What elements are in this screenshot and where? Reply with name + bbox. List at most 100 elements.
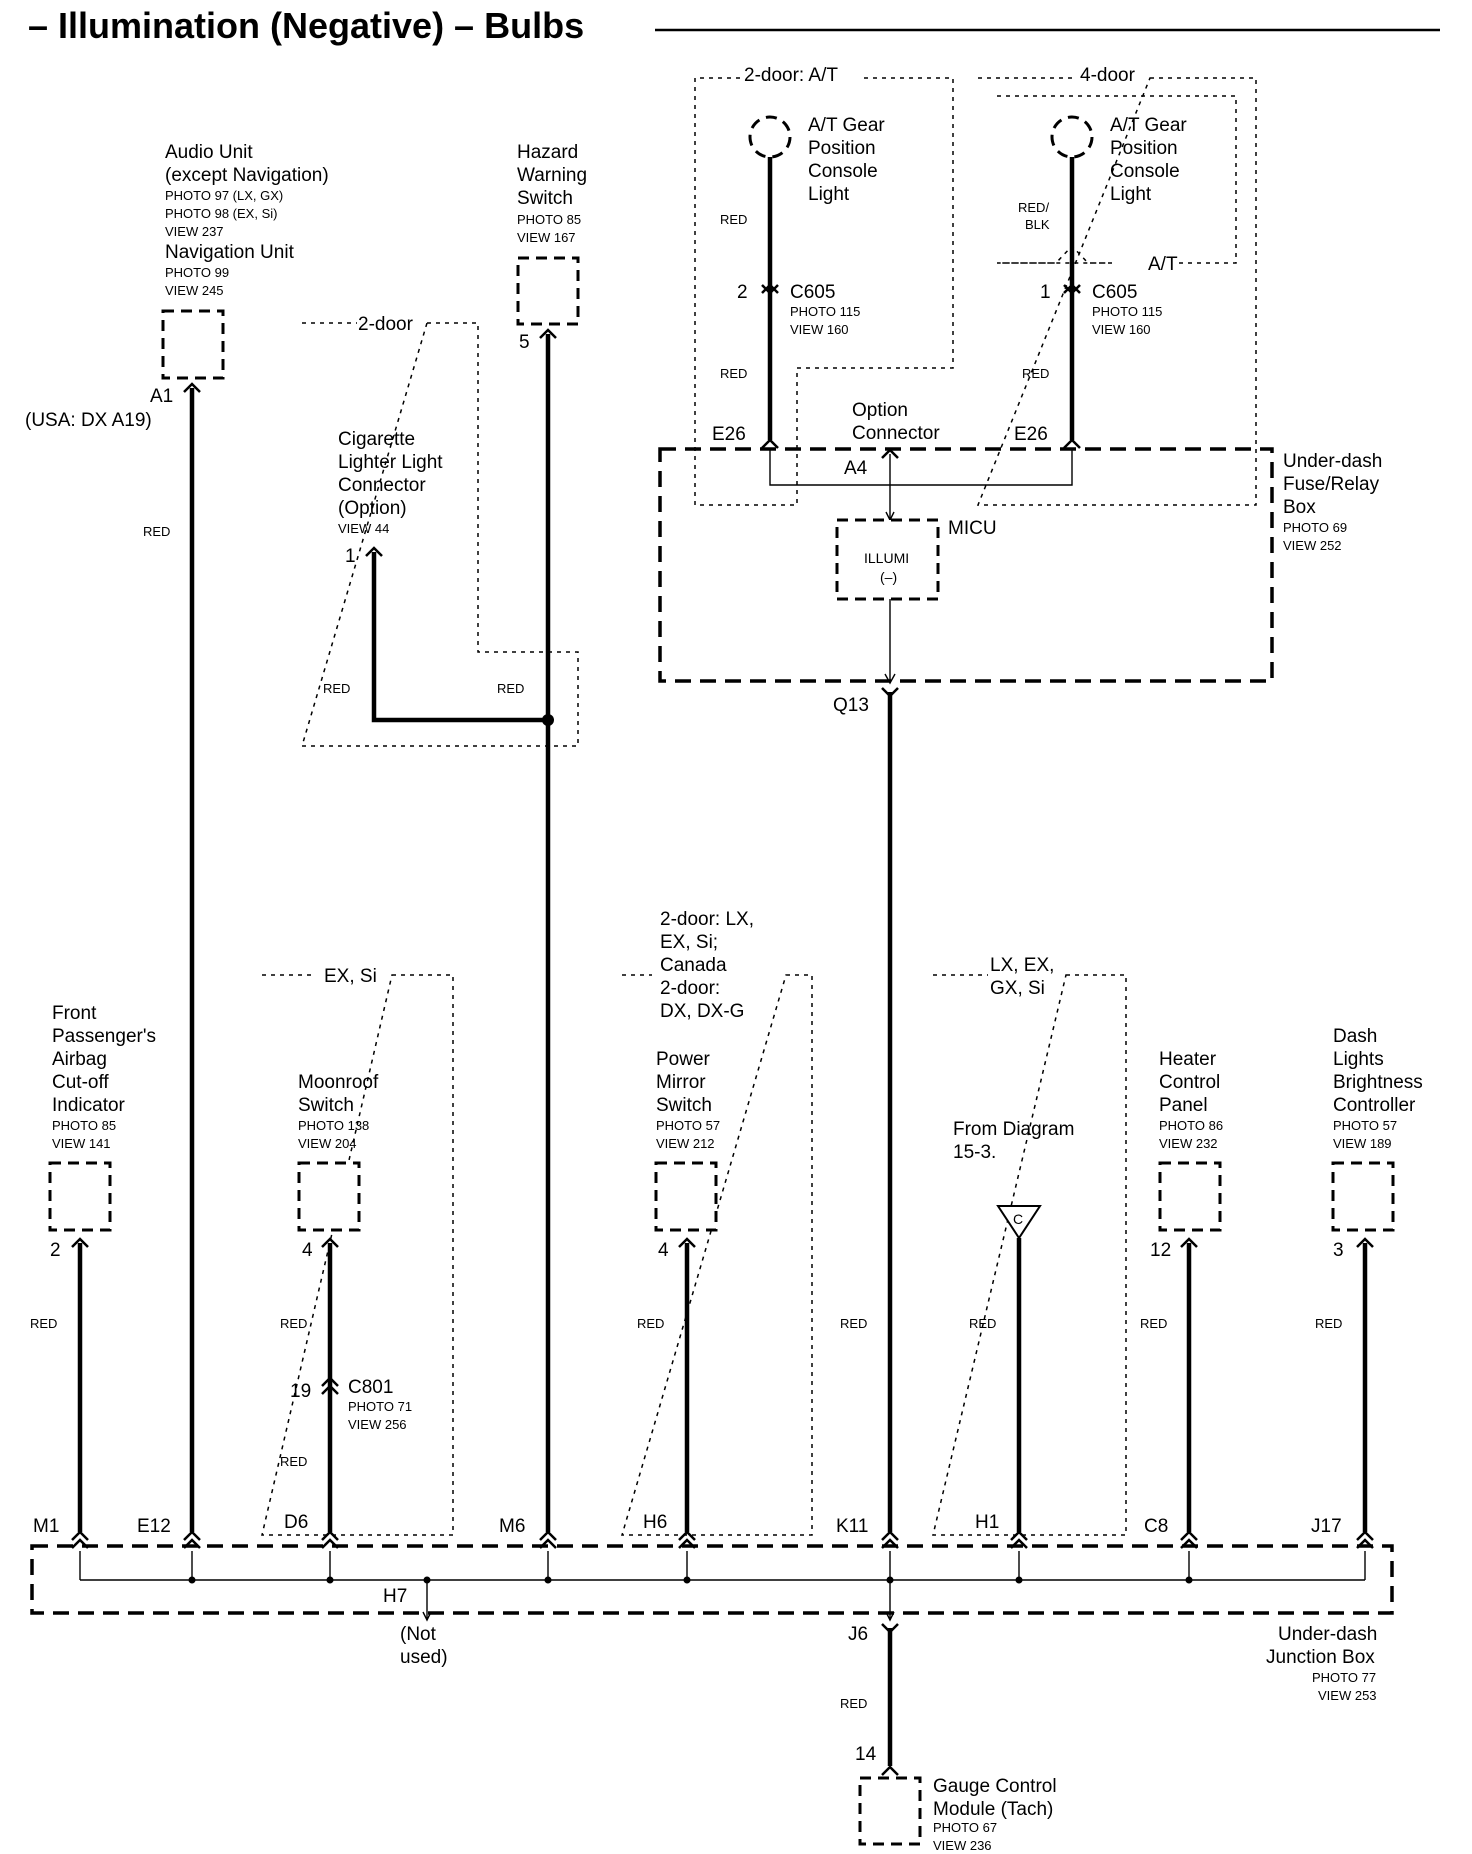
illumi-label: ILLUMI	[864, 550, 909, 566]
bus-node	[886, 1576, 894, 1584]
at4-bulb	[1050, 115, 1094, 159]
at2-label: A/T Gear	[808, 115, 885, 136]
audio-unit-label: Audio Unit	[165, 142, 253, 163]
diagram-group-label-2: GX, Si	[990, 978, 1045, 999]
hazard-warning-switch: Hazard Warning Switch PHOTO 85 VIEW 167 …	[497, 142, 587, 1532]
gauge-wire-color: RED	[840, 1696, 867, 1711]
at4-label-4: Light	[1110, 184, 1152, 205]
heater-label-2: Control	[1159, 1072, 1220, 1093]
m1-terminal	[71, 1530, 89, 1549]
hazard-view: VIEW 167	[517, 230, 576, 245]
mirror-box	[654, 1161, 718, 1232]
e12-terminal	[183, 1530, 201, 1549]
at2-bulb	[748, 115, 792, 159]
heater-photo: PHOTO 86	[1159, 1118, 1223, 1133]
cig-pin: 1	[345, 546, 356, 567]
h7-arrow	[422, 1611, 432, 1622]
dash-lights-brightness-controller: Dash Lights Brightness Controller PHOTO …	[1315, 1026, 1423, 1532]
cig-label-2: Lighter Light	[338, 452, 443, 473]
at4-at-label: A/T	[1148, 254, 1178, 275]
fuse-box-label: Under-dash	[1283, 451, 1382, 472]
illumi-label-2: (–)	[880, 569, 897, 585]
airbag-box	[48, 1161, 112, 1232]
cig-group-outline	[300, 322, 579, 747]
at4-wire-color-red: RED	[1022, 366, 1049, 381]
fuse-box-photo: PHOTO 69	[1283, 520, 1347, 535]
cig-label-4: (Option)	[338, 498, 407, 519]
gauge-box	[858, 1776, 922, 1846]
gauge-pin: 14	[855, 1744, 877, 1765]
airbag-wire-color: RED	[30, 1316, 57, 1331]
h7-pin: H7	[383, 1586, 407, 1607]
at2-label-2: Position	[808, 138, 876, 159]
at4-label-2: Position	[1110, 138, 1178, 159]
at4-view: VIEW 160	[1092, 322, 1151, 337]
at2-photo: PHOTO 115	[790, 304, 860, 319]
jb-pin-k11: K11	[836, 1516, 868, 1537]
moonroof-label: Moonroof	[298, 1072, 379, 1093]
moonroof-switch: EX, Si Moonroof Switch PHOTO 138 VIEW 20…	[261, 966, 454, 1536]
fuse-box-label-3: Box	[1283, 497, 1316, 518]
at2-label-4: Light	[808, 184, 850, 205]
jb-pin-d6: D6	[284, 1512, 308, 1533]
fuse-box-outline	[658, 447, 1274, 683]
at2-connector: C605	[790, 282, 835, 303]
at4-terminal	[1063, 438, 1081, 449]
mirror-wire-color: RED	[637, 1316, 664, 1331]
c801-pin: 19	[290, 1381, 311, 1402]
audio-wire-color: RED	[143, 524, 170, 539]
bus-node	[1015, 1576, 1023, 1584]
heater-label: Heater	[1159, 1049, 1217, 1070]
option-connector-label: Option	[852, 400, 908, 421]
at4-group-outline	[976, 77, 1257, 506]
mirror-group-label: 2-door: LX,	[660, 909, 754, 930]
fuse-box-bus	[769, 448, 1073, 520]
micu-out-arrow	[884, 673, 896, 685]
hazard-box	[516, 256, 580, 326]
hazard-terminal	[539, 328, 557, 339]
mirror-label-2: Mirror	[656, 1072, 706, 1093]
moonroof-group-outline	[261, 974, 454, 1536]
q13-pin: Q13	[833, 695, 869, 716]
diagram-wire-color: RED	[969, 1316, 996, 1331]
moonroof-view: VIEW 204	[298, 1136, 357, 1151]
jb-pin-m1: M1	[33, 1516, 59, 1537]
at4-photo: PHOTO 115	[1092, 304, 1162, 319]
bus-node	[188, 1576, 196, 1584]
jb-pin-c8: C8	[1144, 1516, 1168, 1537]
airbag-label-4: Cut-off	[52, 1072, 109, 1093]
m6-terminal	[539, 1530, 557, 1549]
hazard-photo: PHOTO 85	[517, 212, 581, 227]
bus-node	[1185, 1576, 1193, 1584]
option-connector-label-2: Connector	[852, 423, 940, 444]
cig-label: Cigarette	[338, 429, 415, 450]
audio-unit-box	[161, 309, 225, 380]
junction-box-view: VIEW 253	[1318, 1688, 1377, 1703]
fuse-box-label-2: Fuse/Relay	[1283, 474, 1380, 495]
option-pin: A4	[844, 458, 868, 479]
audio-terminal	[183, 382, 201, 393]
at4-wire-color-2: BLK	[1025, 217, 1050, 232]
mirror-group-outline	[620, 974, 813, 1536]
bus-node	[683, 1576, 691, 1584]
junction-box-label: Under-dash	[1278, 1624, 1377, 1645]
hazard-label-2: Warning	[517, 165, 587, 186]
audio-unit: Audio Unit (except Navigation) PHOTO 97 …	[25, 142, 329, 1532]
audio-view: VIEW 237	[165, 224, 224, 239]
audio-unit-label-2: (except Navigation)	[165, 165, 329, 186]
audio-pin-note: (USA: DX A19)	[25, 410, 152, 431]
airbag-label-2: Passenger's	[52, 1026, 156, 1047]
front-passenger-airbag-indicator: Front Passenger's Airbag Cut-off Indicat…	[30, 1003, 156, 1532]
heater-box	[1158, 1161, 1222, 1232]
under-dash-fuse-relay-box: Under-dash Fuse/Relay Box PHOTO 69 VIEW …	[658, 400, 1382, 1532]
c801-mark	[321, 1376, 339, 1395]
at4-group-label: 4-door	[1080, 65, 1136, 86]
under-dash-junction-box: M1 E12 D6 M6 H6 K11 H1 C8 J17 H7 (Not us…	[30, 1512, 1394, 1703]
at2-label-3: Console	[808, 161, 878, 182]
gauge-view: VIEW 236	[933, 1838, 992, 1853]
jb-pin-m6: M6	[499, 1516, 525, 1537]
not-used-label: (Not	[400, 1624, 437, 1645]
junction-box-photo: PHOTO 77	[1312, 1670, 1376, 1685]
h1-terminal	[1010, 1530, 1028, 1549]
